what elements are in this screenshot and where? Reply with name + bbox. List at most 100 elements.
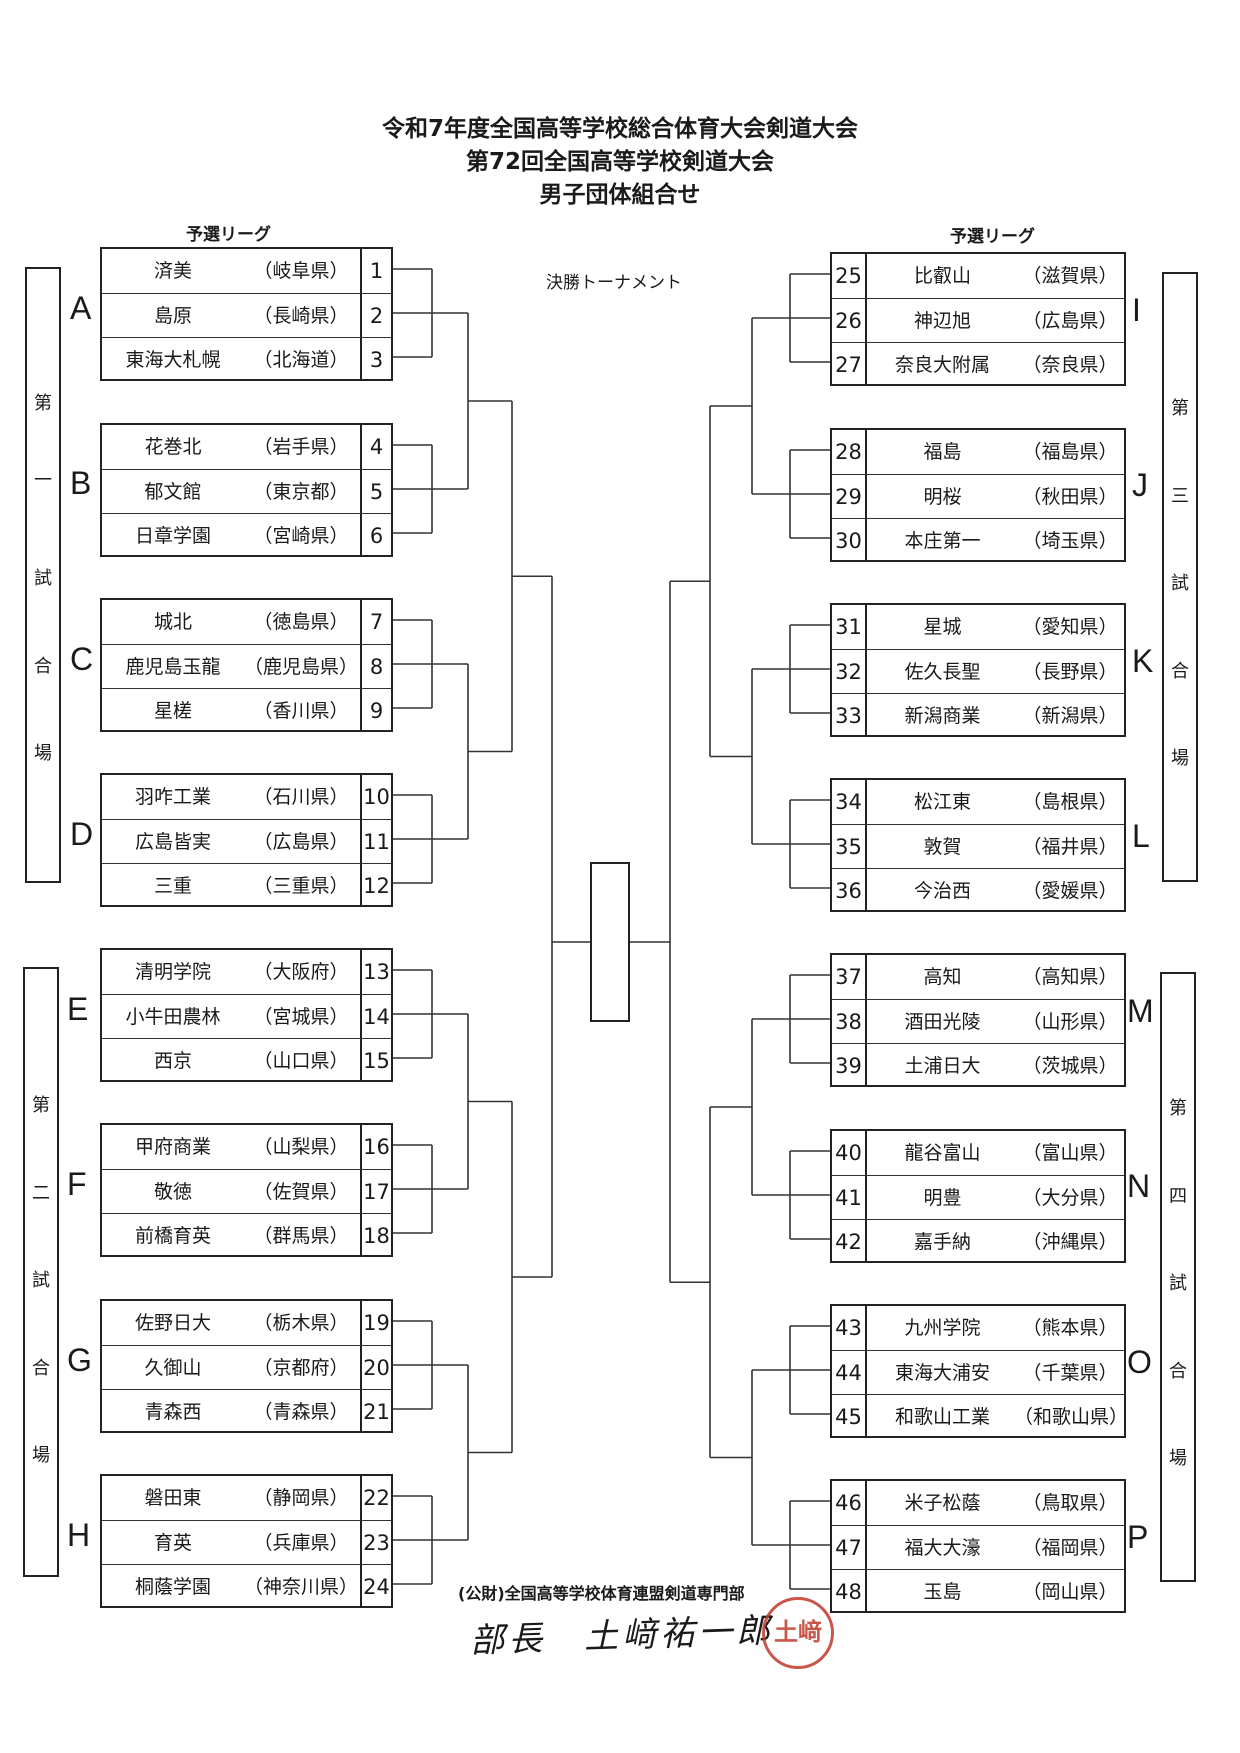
team-prefecture: （和歌山県） (1014, 1406, 1129, 1428)
team-name: 鹿児島玉龍 (125, 656, 221, 678)
team-row: 清明学院（大阪府）13 (102, 950, 391, 994)
team-row: 敬徳（佐賀県）17 (102, 1169, 391, 1213)
num-divider (360, 249, 362, 379)
team-prefecture: （京都府） (253, 1357, 349, 1379)
championship-box (590, 862, 630, 1022)
team-number: 11 (363, 830, 390, 854)
team-name: 三重 (153, 875, 192, 897)
team-prefecture: （岡山県） (1022, 1581, 1118, 1603)
team-row: 奈良大附属（奈良県）27 (832, 342, 1124, 386)
team-prefecture: （福井県） (1022, 836, 1118, 858)
league-label-left: 予選リーグ (186, 225, 271, 245)
venue-char: 第 (32, 1095, 50, 1116)
team-row: 青森西（青森県）21 (102, 1389, 391, 1433)
team-row: 羽咋工業（石川県）10 (102, 775, 391, 819)
team-row: 土浦日大（茨城県）39 (832, 1043, 1124, 1087)
team-row: 嘉手納（沖縄県）42 (832, 1219, 1124, 1263)
team-prefecture: （山口県） (253, 1050, 349, 1072)
venue-box-2: 第 二 試 合 場 (23, 967, 59, 1577)
team-number: 47 (835, 1536, 862, 1560)
team-name: 玉島 (923, 1581, 962, 1603)
group-letter: C (70, 641, 94, 677)
team-name: 奈良大附属 (894, 354, 990, 376)
team-row: 久御山（京都府）20 (102, 1345, 391, 1389)
team-name: 本庄第一 (904, 530, 981, 552)
team-prefecture: （新潟県） (1022, 705, 1118, 727)
team-number: 27 (835, 353, 862, 377)
num-divider (865, 430, 867, 560)
team-name: 土浦日大 (904, 1055, 981, 1077)
team-number: 26 (835, 309, 862, 333)
group-letter: J (1132, 467, 1148, 503)
team-row: 神辺旭（広島県）26 (832, 298, 1124, 342)
team-row: 龍谷富山（富山県）40 (832, 1131, 1124, 1175)
team-number: 4 (369, 435, 384, 459)
team-name: 城北 (153, 611, 192, 633)
team-prefecture: （広島県） (253, 831, 349, 853)
team-number: 17 (363, 1180, 390, 1204)
num-divider (865, 254, 867, 384)
team-number: 34 (835, 790, 862, 814)
team-row: 島原（長崎県）2 (102, 293, 391, 337)
team-row: 和歌山工業（和歌山県）45 (832, 1394, 1129, 1438)
team-name: 佐久長聖 (904, 661, 981, 683)
venue-char: 第 (1169, 1098, 1187, 1119)
team-name: 嘉手納 (913, 1231, 971, 1253)
team-row: 佐野日大（栃木県）19 (102, 1301, 391, 1345)
group-letter: A (70, 290, 92, 326)
team-row: 九州学院（熊本県）43 (832, 1306, 1124, 1350)
team-prefecture: （宮城県） (253, 1006, 349, 1028)
team-number: 8 (369, 655, 384, 679)
team-row: 東海大札幌（北海道）3 (102, 337, 391, 381)
team-name: 星槎 (153, 700, 192, 722)
venue-char: 場 (1171, 748, 1189, 769)
team-number: 24 (363, 1575, 390, 1599)
document-title-line2: 第72回全国高等学校剣道大会 (465, 149, 774, 175)
venue-char: 試 (32, 1270, 50, 1291)
team-prefecture: （愛媛県） (1022, 880, 1118, 902)
group-letter: P (1127, 1519, 1149, 1555)
team-name: 広島皆実 (134, 831, 211, 853)
team-row: 福島（福島県）28 (832, 430, 1124, 474)
team-row: 玉島（岡山県）48 (832, 1569, 1124, 1613)
venue-box-4: 第 四 試 合 場 (1160, 972, 1196, 1582)
team-number: 15 (363, 1049, 390, 1073)
team-row: 郁文館（東京都）5 (102, 469, 391, 513)
venue-char: 合 (34, 656, 52, 677)
team-row: 明桜（秋田県）29 (832, 474, 1124, 518)
organization-name: (公財)全国高等学校体育連盟剣道専門部 (458, 1584, 745, 1603)
team-number: 5 (369, 480, 384, 504)
team-number: 16 (363, 1135, 390, 1159)
team-row: 本庄第一（埼玉県）30 (832, 518, 1124, 562)
team-prefecture: （茨城県） (1022, 1055, 1118, 1077)
group-letter: N (1127, 1168, 1151, 1204)
team-row: 佐久長聖（長野県）32 (832, 649, 1124, 693)
team-prefecture: （島根県） (1022, 791, 1118, 813)
team-row: 三重（三重県）12 (102, 863, 391, 907)
venue-char: 場 (32, 1445, 50, 1466)
team-row: 広島皆実 （広島県） 11 (102, 819, 391, 863)
team-name: 桐蔭学園 (134, 1576, 211, 1598)
team-number: 2 (369, 304, 384, 328)
group-letter: H (67, 1517, 91, 1553)
team-prefecture: （熊本県） (1022, 1317, 1118, 1339)
team-name: 清明学院 (134, 961, 211, 983)
team-prefecture: （山形県） (1022, 1011, 1118, 1033)
team-row: 小牛田農林（宮城県）14 (102, 994, 391, 1038)
team-prefecture: （佐賀県） (253, 1181, 349, 1203)
team-number: 40 (835, 1141, 862, 1165)
venue-char: 四 (1169, 1186, 1187, 1207)
team-prefecture: （山梨県） (253, 1136, 349, 1158)
team-prefecture: （青森県） (253, 1401, 349, 1423)
venue-char: 二 (32, 1183, 50, 1204)
num-divider (865, 605, 867, 735)
team-row: 明豊（大分県）41 (832, 1175, 1124, 1219)
team-row: 高知（高知県）37 (832, 955, 1124, 999)
team-name: 米子松蔭 (904, 1492, 981, 1514)
